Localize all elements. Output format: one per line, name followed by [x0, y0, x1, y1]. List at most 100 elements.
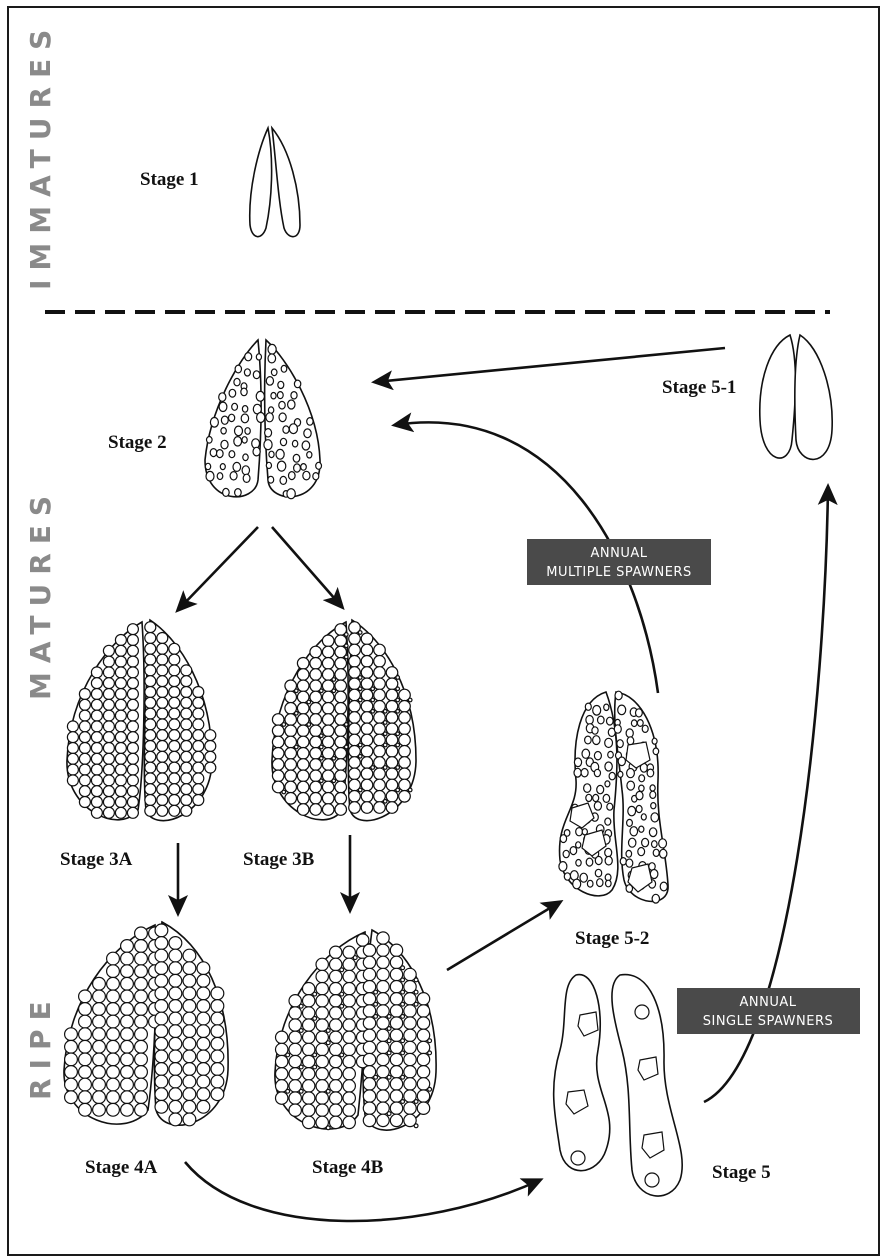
egg: [93, 1028, 106, 1041]
small-egg: [428, 1039, 432, 1043]
egg: [659, 839, 667, 848]
egg: [219, 402, 227, 411]
egg: [256, 391, 264, 401]
egg: [127, 797, 138, 808]
egg: [595, 856, 602, 864]
egg: [252, 439, 260, 448]
egg: [585, 736, 592, 744]
small-egg: [414, 1100, 418, 1104]
small-egg: [428, 1051, 432, 1055]
egg: [93, 1103, 106, 1116]
egg: [127, 786, 138, 797]
egg: [390, 1102, 402, 1114]
egg: [316, 958, 328, 970]
egg: [606, 880, 612, 887]
egg: [330, 1019, 342, 1031]
egg: [618, 705, 626, 715]
egg: [211, 1012, 224, 1025]
small-egg: [340, 992, 344, 996]
egg: [335, 658, 347, 670]
egg: [103, 753, 114, 764]
egg: [652, 841, 658, 848]
egg: [169, 1012, 182, 1025]
egg: [563, 850, 569, 857]
egg: [235, 489, 242, 497]
egg: [157, 665, 168, 676]
egg: [285, 793, 297, 805]
small-egg: [295, 689, 299, 693]
egg: [115, 678, 126, 689]
small-egg: [371, 766, 375, 770]
egg: [155, 1037, 168, 1050]
egg: [107, 990, 120, 1003]
egg: [631, 720, 637, 727]
egg: [145, 730, 156, 741]
egg: [272, 770, 284, 782]
small-egg: [374, 1015, 378, 1019]
egg: [205, 762, 216, 773]
egg: [205, 751, 216, 762]
egg: [145, 751, 156, 762]
small-egg: [358, 755, 362, 759]
egg: [67, 764, 78, 775]
egg: [79, 1066, 92, 1079]
egg: [386, 746, 398, 758]
egg: [343, 958, 355, 970]
egg: [361, 791, 373, 803]
egg: [241, 388, 247, 396]
egg: [223, 488, 230, 496]
egg: [303, 1104, 315, 1116]
egg: [79, 1078, 92, 1091]
egg: [145, 665, 156, 676]
egg: [361, 712, 373, 724]
egg: [576, 828, 583, 836]
egg: [289, 1104, 301, 1116]
egg: [303, 1031, 315, 1043]
egg: [79, 1091, 92, 1104]
egg: [103, 721, 114, 732]
egg: [115, 667, 126, 678]
egg: [322, 646, 334, 658]
egg: [207, 437, 213, 444]
egg: [155, 1100, 168, 1113]
egg: [157, 805, 168, 816]
egg: [417, 1090, 429, 1102]
small-egg: [299, 1089, 303, 1093]
egg: [121, 952, 134, 965]
egg: [155, 1025, 168, 1038]
egg: [627, 819, 633, 826]
egg: [230, 472, 237, 480]
egg: [609, 772, 615, 779]
egg: [268, 344, 276, 354]
egg: [65, 1091, 78, 1104]
egg: [193, 697, 204, 708]
small-egg: [320, 779, 324, 783]
egg: [245, 428, 250, 435]
egg: [181, 784, 192, 795]
egg: [241, 414, 248, 423]
egg: [289, 1007, 301, 1019]
small-egg: [286, 1089, 290, 1093]
egg: [316, 1007, 328, 1019]
egg: [639, 775, 645, 782]
small-egg: [313, 992, 317, 996]
egg: [145, 719, 156, 730]
egg: [564, 873, 570, 880]
small-egg: [387, 1112, 391, 1116]
egg: [272, 759, 284, 771]
egg: [349, 701, 361, 713]
egg: [608, 751, 614, 758]
egg: [349, 656, 361, 668]
egg: [377, 944, 389, 956]
small-egg: [345, 745, 349, 749]
egg: [79, 1053, 92, 1066]
egg: [197, 1100, 210, 1113]
egg: [127, 764, 138, 775]
egg: [285, 770, 297, 782]
egg: [115, 721, 126, 732]
egg: [79, 764, 90, 775]
egg: [361, 667, 373, 679]
egg: [127, 645, 138, 656]
small-egg: [374, 1002, 378, 1006]
egg: [93, 1091, 106, 1104]
